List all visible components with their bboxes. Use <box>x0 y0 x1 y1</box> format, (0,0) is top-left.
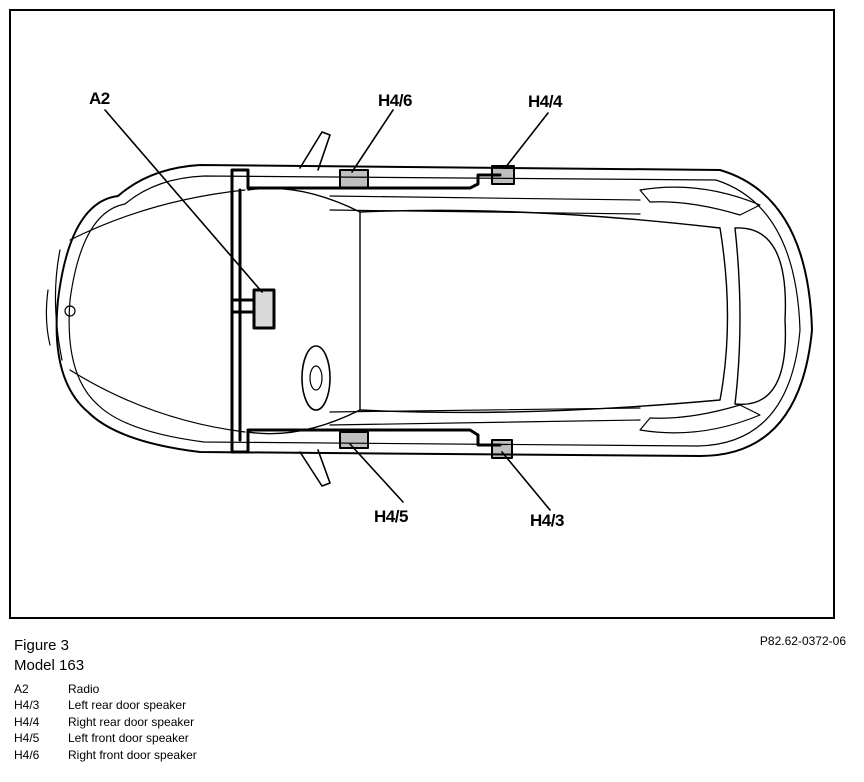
legend-code: H4/3 <box>14 698 40 713</box>
leader-h4-3 <box>501 451 551 511</box>
roof-rail-right <box>329 195 641 215</box>
hood-line-upper <box>69 189 246 241</box>
callout-a2: A2 <box>89 89 110 108</box>
hood-emblem <box>64 305 76 317</box>
legend-row: A2 Radio <box>14 681 197 697</box>
speaker-h4-5 <box>339 431 369 449</box>
roof-rail-left <box>329 407 641 426</box>
leader-h4-4 <box>504 112 549 169</box>
legend-code: H4/6 <box>14 747 40 762</box>
radio-a2 <box>252 288 276 330</box>
legend-code: H4/5 <box>14 731 40 746</box>
mirror-left <box>299 449 331 487</box>
rear-lamp-left <box>639 404 761 434</box>
legend-description: Radio <box>68 682 100 696</box>
diagram-frame <box>9 9 835 619</box>
reference-code: P82.62-0372-06 <box>759 634 846 648</box>
rear-lamp-right <box>639 186 761 216</box>
figure-title: Figure 3 <box>14 637 70 654</box>
callout-h4-3: H4/3 <box>530 511 564 530</box>
leader-a2 <box>104 109 263 293</box>
roof-panel <box>359 209 729 414</box>
legend-description: Right front door speaker <box>68 747 197 762</box>
hood-line-lower <box>69 369 246 433</box>
legend-row: H4/6 Right front door speaker <box>14 747 197 763</box>
vehicle-diagram <box>45 109 813 511</box>
front-bumper <box>45 249 63 361</box>
steering-wheel <box>301 345 331 411</box>
speaker-h4-6 <box>339 169 369 189</box>
legend-row: H4/5 Left front door speaker <box>14 730 197 746</box>
car-body-outline <box>55 164 813 457</box>
leader-h4-6 <box>351 109 394 173</box>
speaker-h4-3 <box>491 439 513 459</box>
legend-row: H4/4 Right rear door speaker <box>14 714 197 730</box>
rear-window <box>734 227 787 406</box>
radio-connector <box>230 298 256 314</box>
legend-code: A2 <box>14 682 29 696</box>
callout-h4-6: H4/6 <box>378 91 412 110</box>
leader-h4-5 <box>349 443 404 503</box>
callout-h4-5: H4/5 <box>374 507 408 526</box>
legend-description: Left rear door speaker <box>68 698 187 713</box>
car-body-inner-outline <box>68 175 801 447</box>
legend-description: Left front door speaker <box>68 731 189 746</box>
speaker-h4-4 <box>491 165 515 185</box>
mirror-right <box>299 131 331 171</box>
steering-hub <box>309 365 323 391</box>
model-title: Model 163 <box>14 657 85 674</box>
legend: A2 Radio H4/3 Left rear door speaker H4/… <box>14 681 197 763</box>
callout-h4-4: H4/4 <box>528 92 562 111</box>
legend-code: H4/4 <box>14 714 40 729</box>
legend-row: H4/3 Left rear door speaker <box>14 697 197 713</box>
legend-description: Right rear door speaker <box>68 714 195 729</box>
